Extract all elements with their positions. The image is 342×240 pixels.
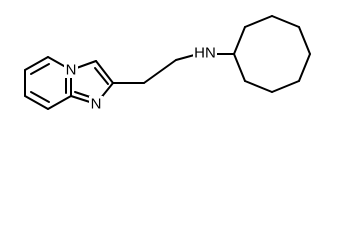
pyridine-ring [24, 56, 72, 110]
bond [24, 95, 49, 110]
bond [271, 15, 300, 28]
ring-nitrogen-label: N [66, 62, 77, 79]
label-background [193, 44, 217, 62]
bond [24, 56, 49, 71]
bond [30, 63, 50, 75]
bond [244, 15, 273, 28]
cyclooctane-ring [210, 15, 311, 93]
bond [298, 53, 311, 82]
bond [143, 59, 177, 84]
bond [94, 67, 109, 85]
bond [233, 26, 246, 55]
bond [233, 53, 246, 82]
imine-nitrogen-label: N [91, 96, 102, 113]
bond [47, 95, 72, 110]
amine-nh-label: HN [194, 45, 216, 62]
bond [271, 80, 300, 93]
bond [95, 60, 114, 84]
structure-diagram: N N HN [24, 15, 311, 113]
label-background [64, 62, 78, 78]
label-background [89, 96, 103, 112]
bond [298, 26, 311, 55]
bond [30, 91, 50, 103]
atom-labels: N N HN [64, 44, 217, 113]
bond [244, 80, 273, 93]
methylene-linker [112, 53, 199, 84]
